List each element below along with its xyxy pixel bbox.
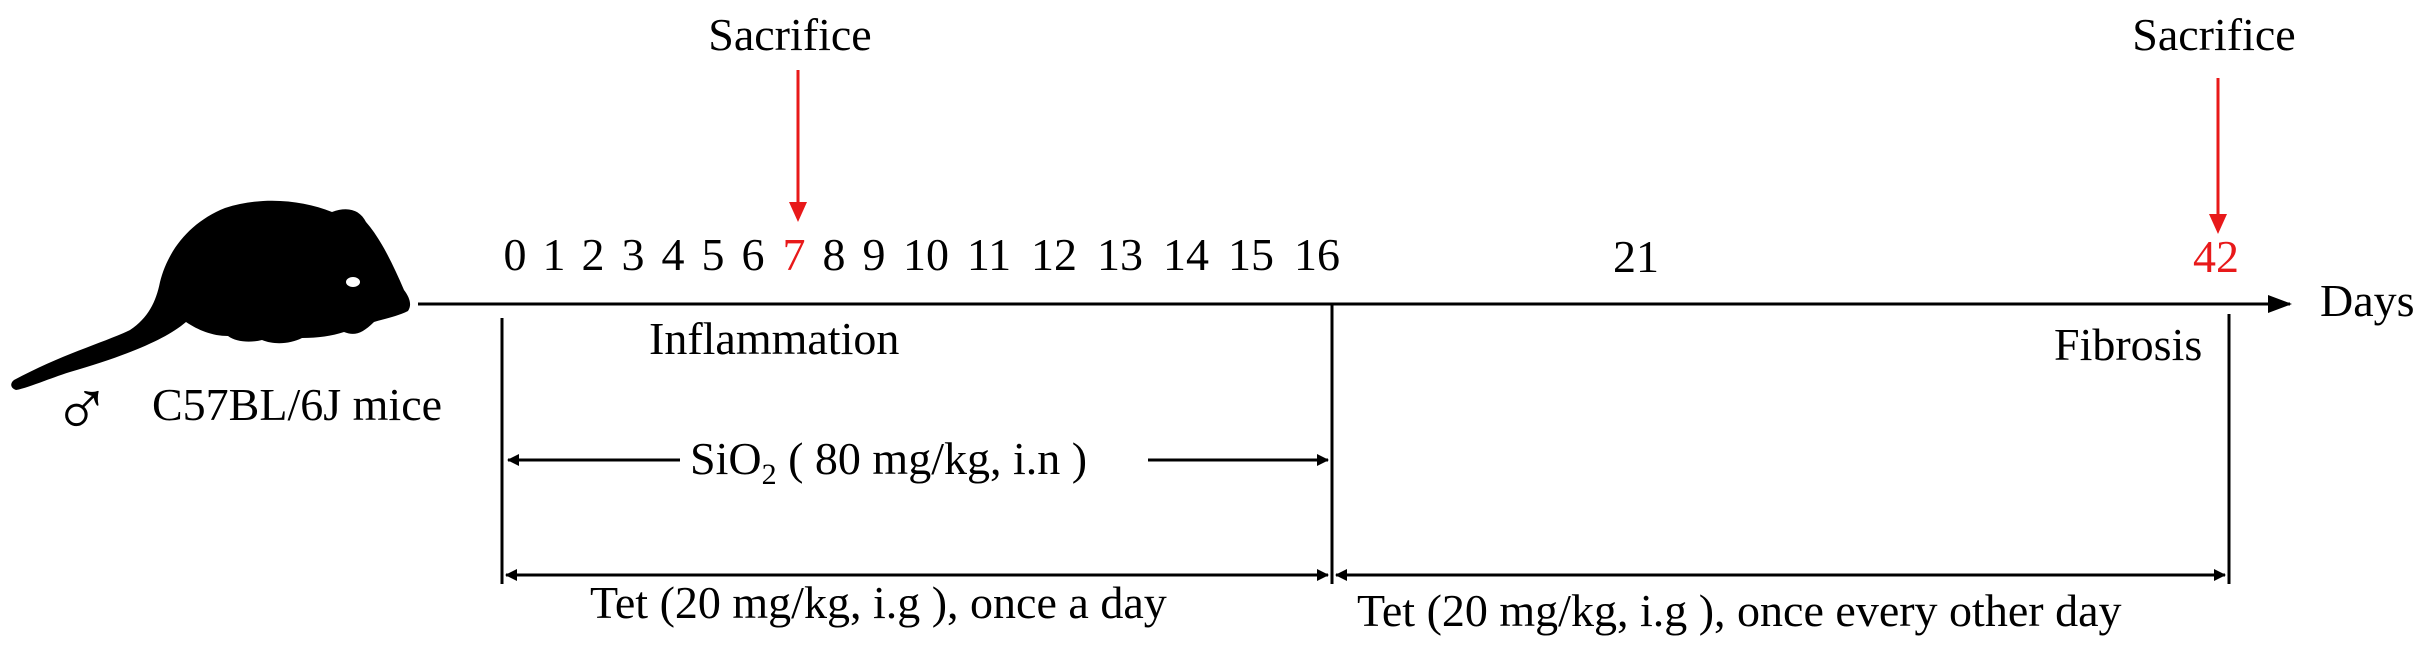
- tick-label-day-21: 21: [1613, 231, 1659, 282]
- phase-label-fibrosis: Fibrosis: [2054, 319, 2202, 370]
- tick-label-day-3: 3: [622, 229, 645, 280]
- tick-label-day-4: 4: [662, 229, 685, 280]
- tet-daily-label: Tet (20 mg/kg, i.g ), once a day: [590, 577, 1167, 628]
- tick-label-day-0: 0: [504, 229, 527, 280]
- tick-label-day-7-highlight: 7: [783, 229, 806, 280]
- tick-label-day-9: 9: [863, 229, 886, 280]
- tick-label-day-12: 12: [1031, 229, 1077, 280]
- tick-label-day-1: 1: [543, 229, 566, 280]
- sacrifice-arrowhead-day-7: [789, 202, 807, 222]
- tick-label-day-6: 6: [742, 229, 765, 280]
- tick-label-day-13: 13: [1097, 229, 1143, 280]
- mouse-icon: [11, 200, 411, 390]
- tick-label-day-10: 10: [903, 229, 949, 280]
- tick-label-day-11: 11: [967, 229, 1011, 280]
- tick-label-day-16: 16: [1294, 229, 1340, 280]
- tick-label-day-5: 5: [702, 229, 725, 280]
- tet-alternate-label: Tet (20 mg/kg, i.g ), once every other d…: [1357, 585, 2121, 636]
- tick-label-day-14: 14: [1163, 229, 1209, 280]
- male-symbol: ♂: [52, 366, 112, 454]
- day-ticks: 0 1 2 3 4 5 6 7 8 9 10 11 12 13 14 15 16…: [504, 229, 2240, 282]
- tick-label-day-2: 2: [582, 229, 605, 280]
- sacrifice-arrowhead-day-42: [2209, 214, 2227, 234]
- phase-label-inflammation: Inflammation: [649, 313, 899, 364]
- tick-label-day-8: 8: [823, 229, 846, 280]
- sio2-treatment-label: SiO2 ( 80 mg/kg, i.n ): [690, 433, 1087, 491]
- axis-label-days: Days: [2320, 275, 2415, 326]
- sacrifice-label-day-7: Sacrifice: [708, 9, 871, 60]
- sacrifice-label-day-42: Sacrifice: [2132, 9, 2295, 60]
- tick-label-day-15: 15: [1228, 229, 1274, 280]
- subject-label: C57BL/6J mice: [152, 379, 442, 430]
- tick-label-day-42-highlight: 42: [2193, 231, 2239, 282]
